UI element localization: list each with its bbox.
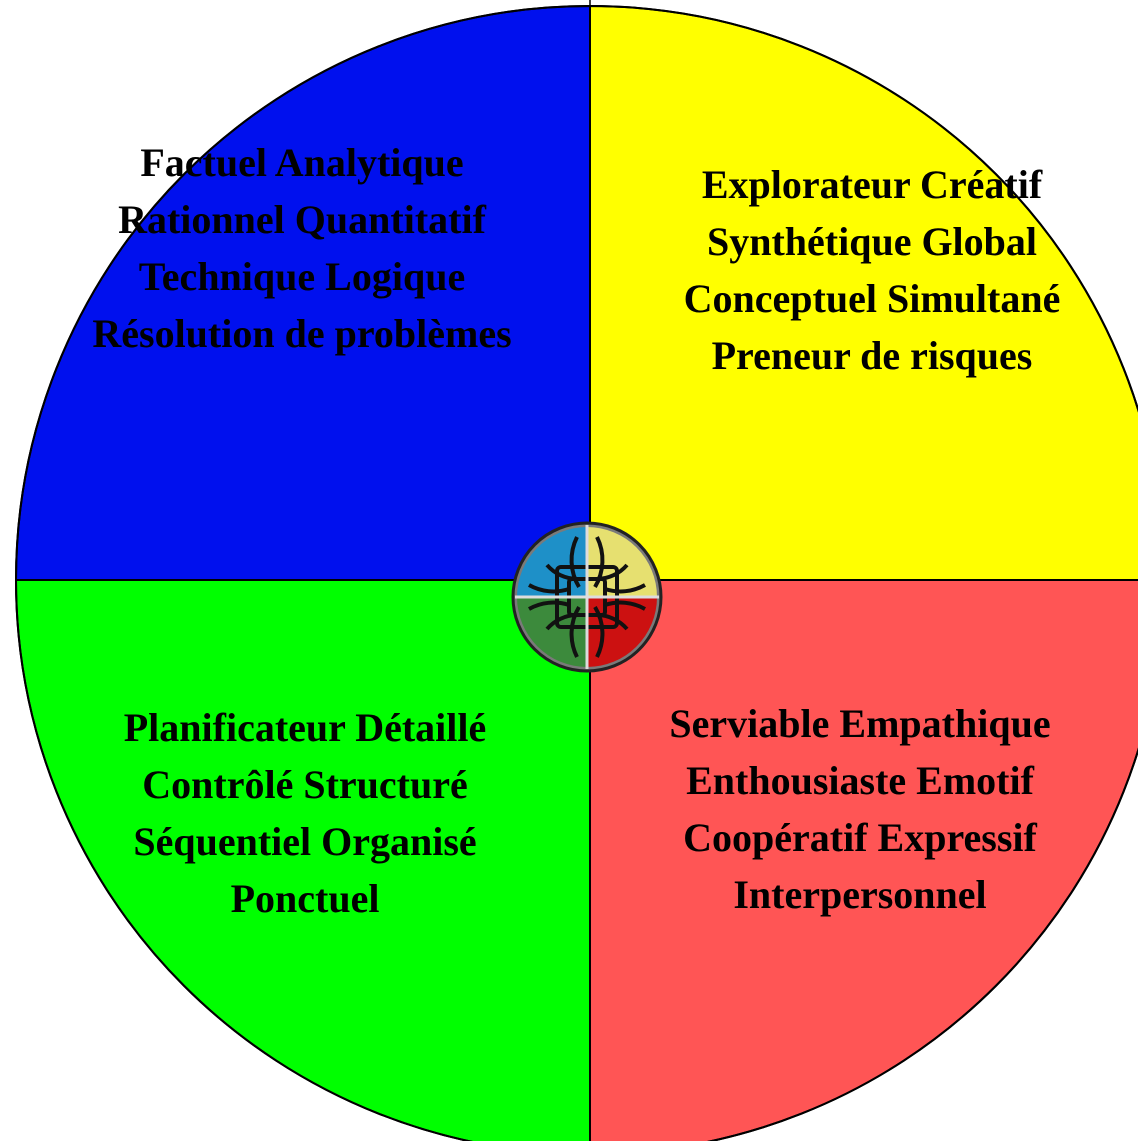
quadrant-line: Contrôlé Structuré	[142, 762, 467, 807]
quadrant-line: Synthétique Global	[707, 219, 1037, 264]
quadrant-line: Résolution de problèmes	[92, 311, 511, 356]
quadrant-line: Coopératif Expressif	[683, 815, 1037, 860]
quadrant-line: Séquentiel Organisé	[133, 819, 476, 864]
celtic-knot-shield-icon	[511, 521, 663, 673]
quadrant-line: Conceptuel Simultané	[684, 276, 1061, 321]
quadrant-line: Factuel Analytique	[140, 140, 463, 185]
quadrant-top-right-text: Explorateur Créatif Synthétique Global C…	[684, 162, 1061, 378]
quadrant-line: Enthousiaste Emotif	[686, 758, 1034, 803]
quadrant-top-left-text: Factuel Analytique Rationnel Quantitatif…	[92, 140, 511, 356]
quadrant-line: Interpersonnel	[733, 872, 986, 917]
quadrant-line: Explorateur Créatif	[702, 162, 1043, 207]
quadrant-line: Planificateur Détaillé	[124, 705, 487, 750]
quadrant-line: Ponctuel	[231, 876, 380, 921]
quadrant-line: Serviable Empathique	[669, 701, 1050, 746]
quadrant-line: Technique Logique	[139, 254, 465, 299]
quadrant-bottom-right-text: Serviable Empathique Enthousiaste Emotif…	[669, 701, 1050, 917]
quadrant-line: Rationnel Quantitatif	[118, 197, 486, 242]
quadrant-bottom-right	[589, 579, 1138, 1141]
quadrant-line: Preneur de risques	[712, 333, 1033, 378]
quadrant-bottom-left-text: Planificateur Détaillé Contrôlé Structur…	[124, 705, 487, 921]
